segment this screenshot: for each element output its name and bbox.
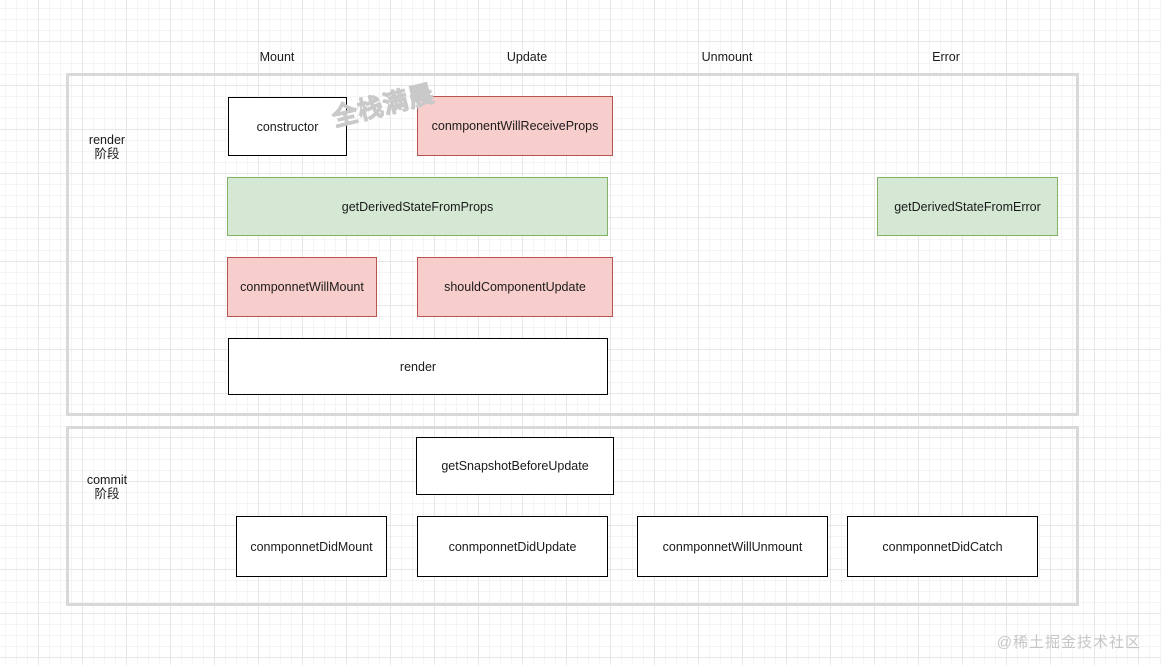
node-get-snapshot-before-update: getSnapshotBeforeUpdate (416, 437, 614, 495)
node-get-derived-state-from-error: getDerivedStateFromError (877, 177, 1058, 236)
node-component-will-receive-props: conmponentWillReceiveProps (417, 96, 613, 156)
column-header-update: Update (506, 50, 548, 64)
node-component-did-update: conmponnetDidUpdate (417, 516, 608, 577)
column-header-unmount: Unmount (701, 50, 753, 64)
node-component-did-mount: conmponnetDidMount (236, 516, 387, 577)
commit-phase-container (66, 426, 1079, 606)
render-phase-container (66, 73, 1079, 416)
node-component-will-mount: conmponnetWillMount (227, 257, 377, 317)
commit-phase-label: commit 阶段 (67, 473, 147, 501)
commit-phase-label-line1: commit (86, 473, 128, 487)
render-phase-label-line2: 阶段 (94, 147, 120, 161)
node-component-will-unmount: conmponnetWillUnmount (637, 516, 828, 577)
render-phase-label: render 阶段 (67, 133, 147, 161)
node-get-derived-state-from-props: getDerivedStateFromProps (227, 177, 608, 236)
node-render: render (228, 338, 608, 395)
node-component-did-catch: conmponnetDidCatch (847, 516, 1038, 577)
commit-phase-label-line2: 阶段 (94, 487, 120, 501)
column-header-error: Error (932, 50, 960, 64)
node-should-component-update: shouldComponentUpdate (417, 257, 613, 317)
node-constructor: constructor (228, 97, 347, 156)
column-header-mount: Mount (259, 50, 295, 64)
watermark-juejin: @稀土掘金技术社区 (996, 634, 1141, 651)
render-phase-label-line1: render (88, 133, 126, 147)
